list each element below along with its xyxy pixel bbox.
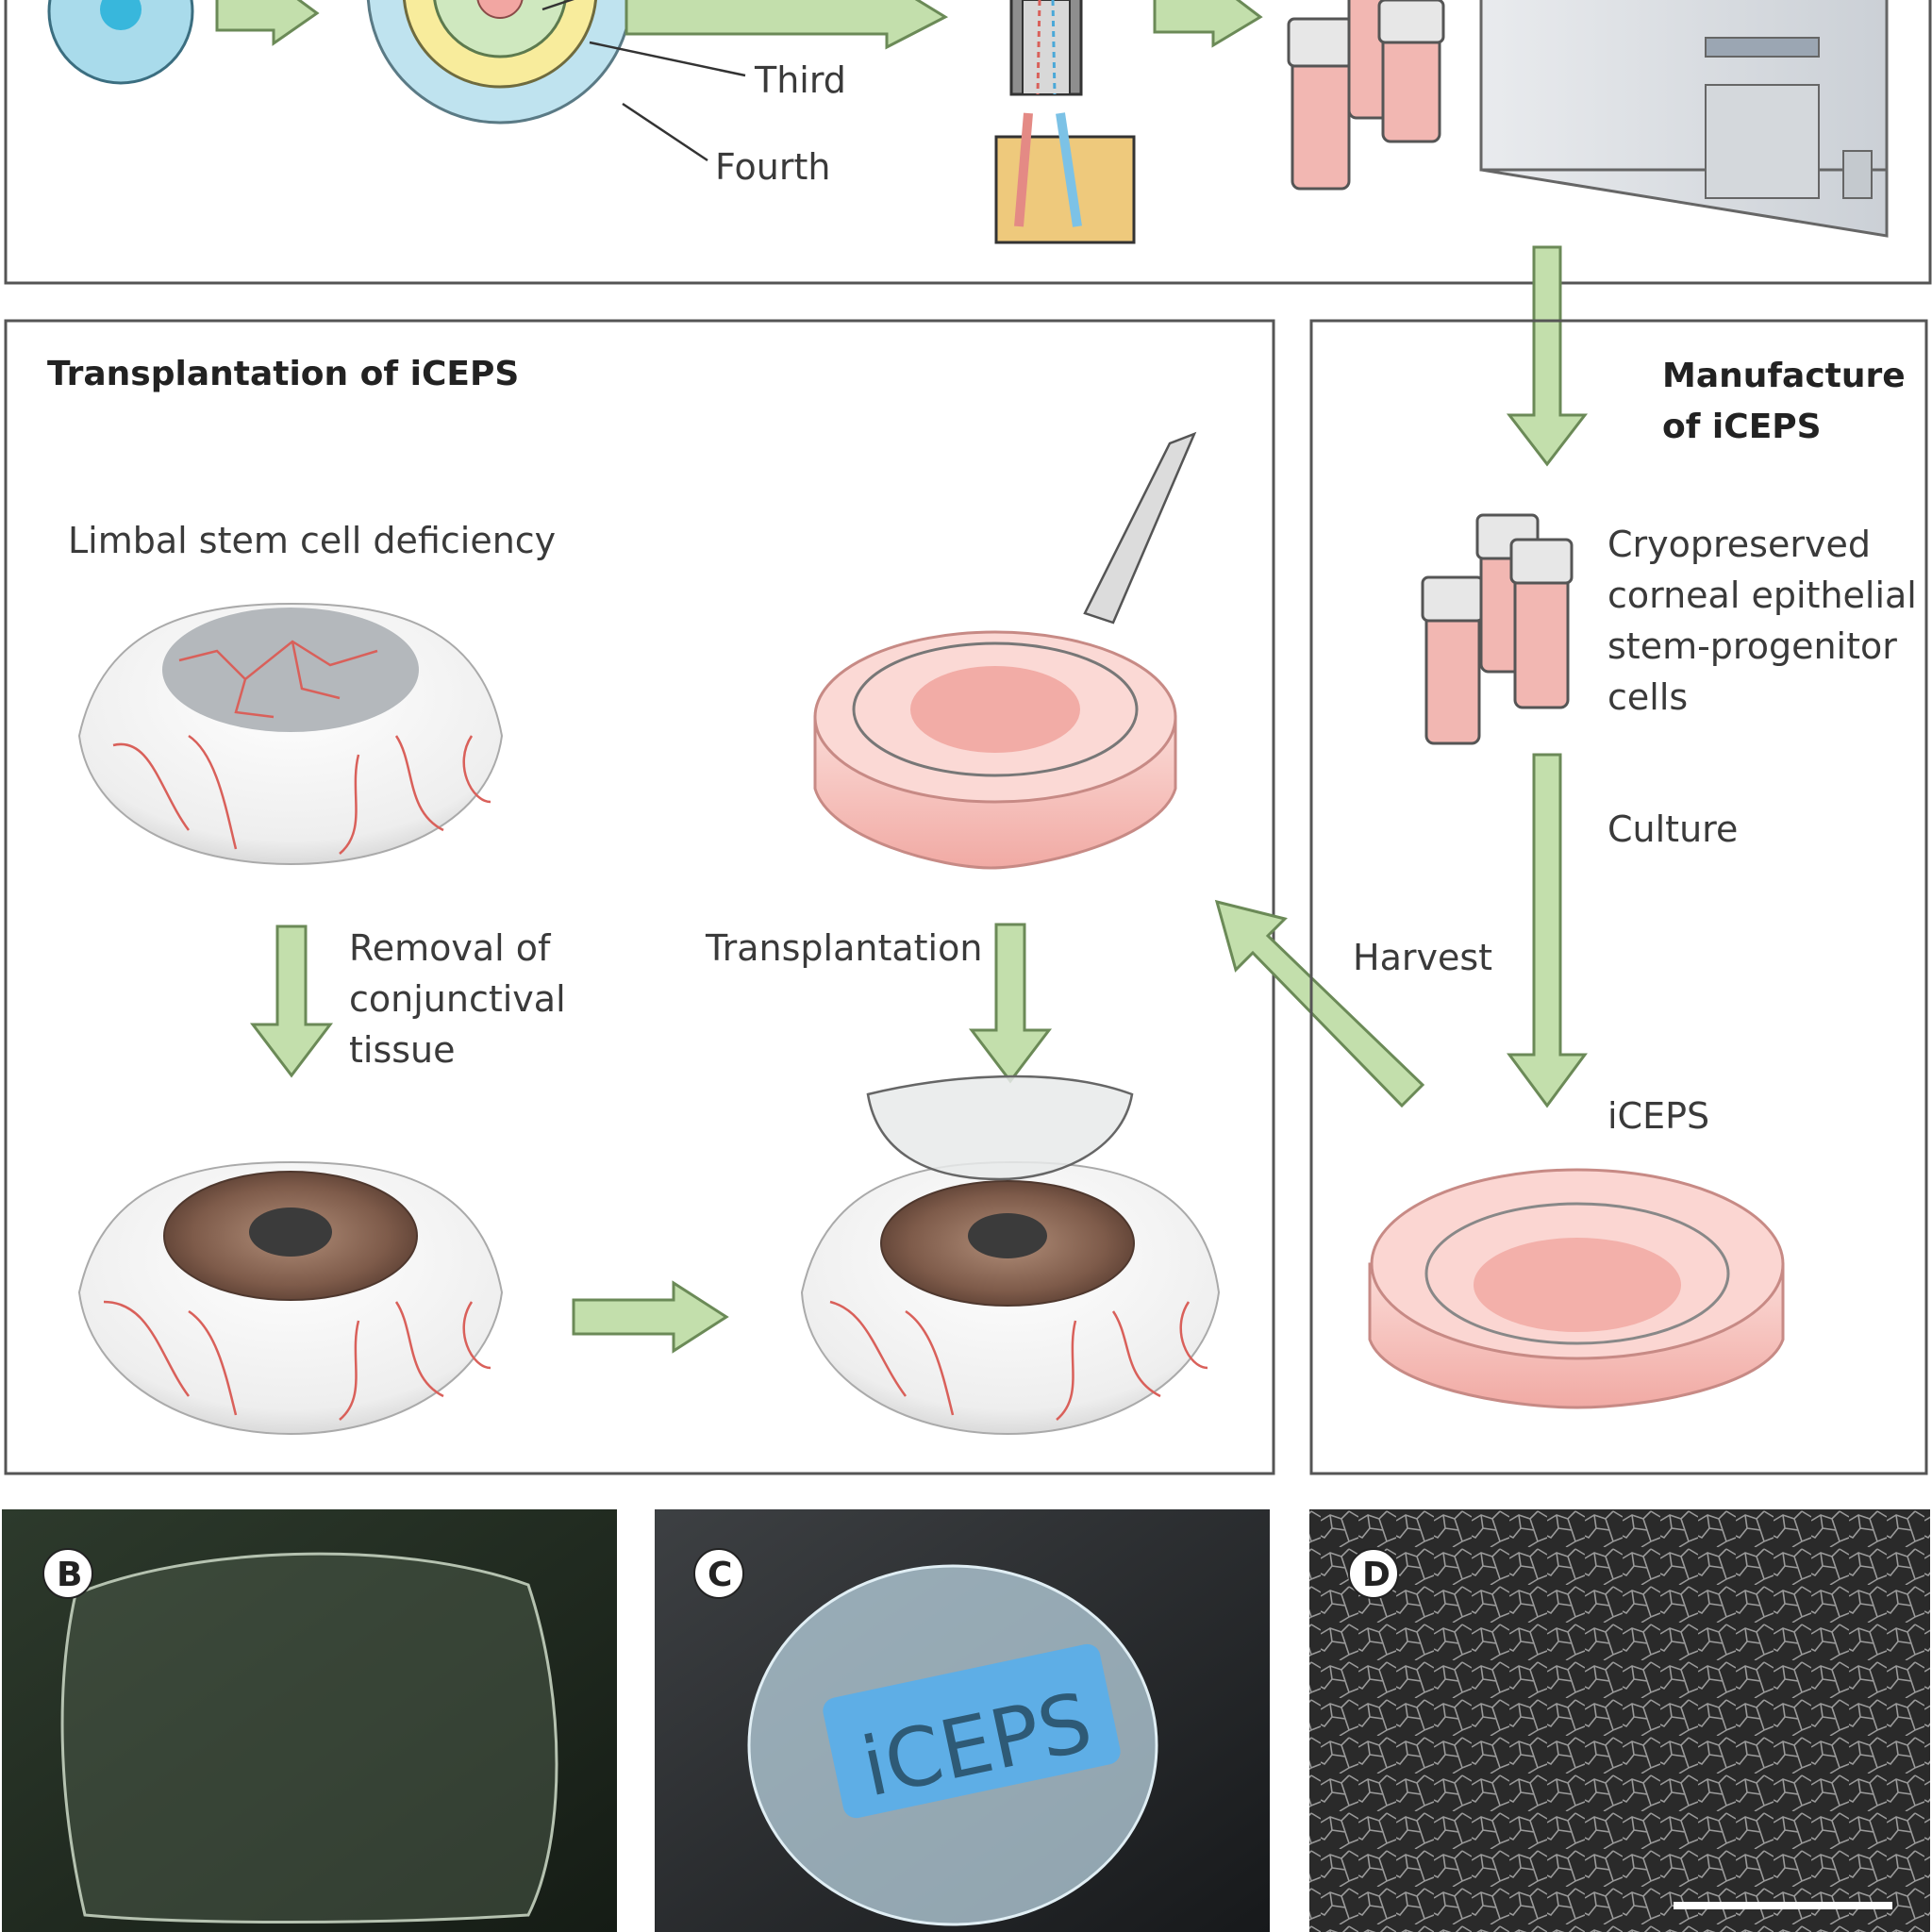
cryo-vials-top bbox=[1287, 0, 1445, 191]
arrow-harvest bbox=[1214, 899, 1425, 1108]
transplantation-title: Transplantation of iCEPS bbox=[47, 355, 519, 393]
ring-label-third: Third bbox=[754, 59, 846, 101]
removal-label-line3: tissue bbox=[349, 1029, 456, 1071]
photo-d: D bbox=[1309, 1509, 1930, 1932]
manufacture-title-line1: Manufacture bbox=[1662, 357, 1906, 395]
transplantation-panel-frame bbox=[4, 319, 1275, 1475]
arrow-top-1 bbox=[215, 0, 320, 46]
cryo-label-line4: cells bbox=[1607, 676, 1688, 718]
photo-c-letter: C bbox=[708, 1556, 732, 1594]
photo-b: B bbox=[2, 1509, 617, 1932]
manufacture-panel-frame bbox=[1309, 319, 1928, 1475]
cryo-label-line3: stem-progenitor bbox=[1607, 625, 1897, 667]
removal-label-line2: conjunctival bbox=[349, 978, 566, 1020]
arrow-right-eye bbox=[572, 1280, 729, 1354]
cryo-label-line1: Cryopreserved bbox=[1607, 524, 1871, 565]
arrow-top-2 bbox=[625, 0, 949, 50]
top-panel-frame bbox=[4, 0, 1932, 285]
concentric-rings-diagram: Third Fourth bbox=[366, 0, 846, 188]
arrow-top-3 bbox=[1153, 0, 1263, 48]
harvest-label: Harvest bbox=[1353, 937, 1492, 978]
eye-with-graft bbox=[800, 1074, 1221, 1436]
eye-after-removal bbox=[77, 1160, 504, 1436]
petri-dish-forceps bbox=[813, 431, 1197, 870]
iceps-label: iCEPS bbox=[1607, 1095, 1709, 1137]
ring-label-fourth: Fourth bbox=[715, 146, 830, 188]
arrow-culture bbox=[1507, 753, 1588, 1108]
removal-label-line1: Removal of bbox=[349, 927, 552, 969]
cryo-freezer bbox=[1479, 0, 1889, 238]
arrow-removal bbox=[249, 924, 334, 1078]
arrow-transplantation bbox=[968, 923, 1053, 1084]
arrow-down-freezer bbox=[1506, 245, 1589, 467]
cryo-vials-manufacture bbox=[1421, 513, 1574, 745]
culture-label: Culture bbox=[1607, 808, 1738, 850]
photo-b-letter: B bbox=[57, 1556, 82, 1594]
eye-limbal-deficiency bbox=[77, 602, 504, 866]
manufacture-title-line2: of iCEPS bbox=[1662, 408, 1822, 446]
photo-c: iCEPS C bbox=[655, 1509, 1270, 1932]
iceps-culture-dish bbox=[1368, 1168, 1785, 1409]
limbal-deficiency-label: Limbal stem cell deficiency bbox=[68, 520, 556, 561]
donor-cornea-icon bbox=[47, 0, 194, 85]
cryo-label-line2: corneal epithelial bbox=[1607, 575, 1917, 616]
cell-sorter-device bbox=[994, 0, 1136, 244]
photo-d-letter: D bbox=[1362, 1556, 1391, 1594]
transplantation-label: Transplantation bbox=[705, 927, 982, 969]
